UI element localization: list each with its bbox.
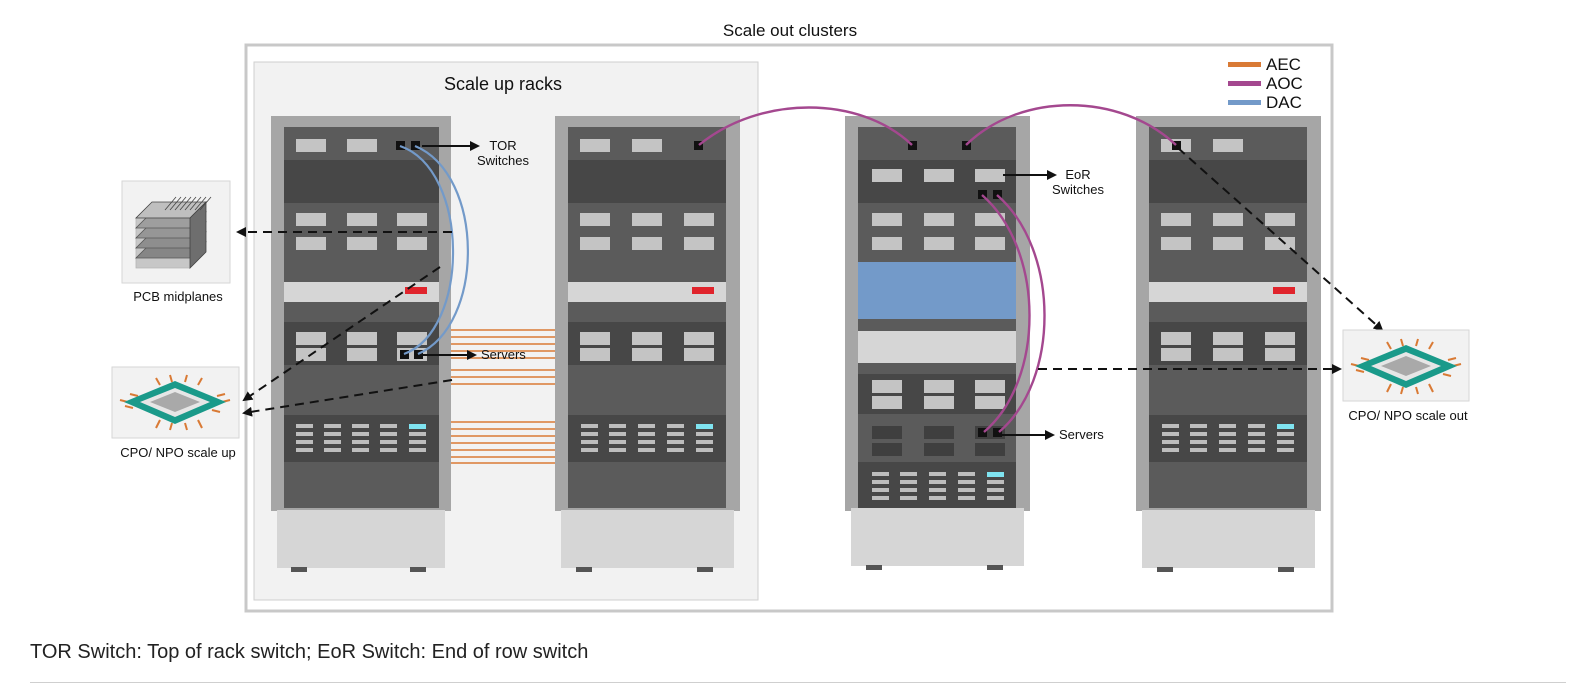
legend-swatch-aoc [1228, 81, 1261, 86]
footer-caption: TOR Switch: Top of rack switch; EoR Swit… [30, 641, 589, 663]
network-diagram: Scale out clusters Scale up racks AEC AO… [111, 21, 1470, 613]
tor-switches-label-line2: Switches [477, 153, 530, 168]
eor-switches-label-line2: Switches [1052, 182, 1105, 197]
legend-label-aec: AEC [1266, 55, 1301, 74]
pcb-midplane-icon [121, 180, 231, 284]
chip-icon [111, 366, 240, 439]
label-arrows [422, 141, 1057, 440]
legend-label-dac: DAC [1266, 93, 1302, 112]
dac-cables [399, 144, 469, 356]
tor-switches-label-line1: TOR [489, 138, 516, 153]
aec-cables [451, 329, 555, 464]
cpo-scale-up-label: CPO/ NPO scale up [120, 445, 236, 460]
chip-icon-scale-out [1342, 329, 1470, 402]
aoc-cables [698, 104, 1177, 433]
rack-1 [271, 116, 451, 572]
pcb-midplanes-label: PCB midplanes [133, 289, 223, 304]
scale-up-title: Scale up racks [444, 74, 562, 94]
cpo-scale-out-label: CPO/ NPO scale out [1348, 408, 1468, 423]
diagram-title: Scale out clusters [723, 21, 857, 40]
eor-switches-label-line1: EoR [1065, 167, 1090, 182]
servers-label-left: Servers [481, 347, 526, 362]
legend-label-aoc: AOC [1266, 74, 1303, 93]
rack-4 [1136, 116, 1321, 572]
servers-label-right: Servers [1059, 427, 1104, 442]
rack-2 [555, 116, 740, 572]
legend: AEC AOC DAC [1228, 55, 1303, 112]
footer-divider [30, 682, 1566, 683]
dashed-arrows [236, 147, 1384, 417]
rack-3 [845, 116, 1030, 570]
legend-swatch-dac [1228, 100, 1261, 105]
legend-swatch-aec [1228, 62, 1261, 67]
